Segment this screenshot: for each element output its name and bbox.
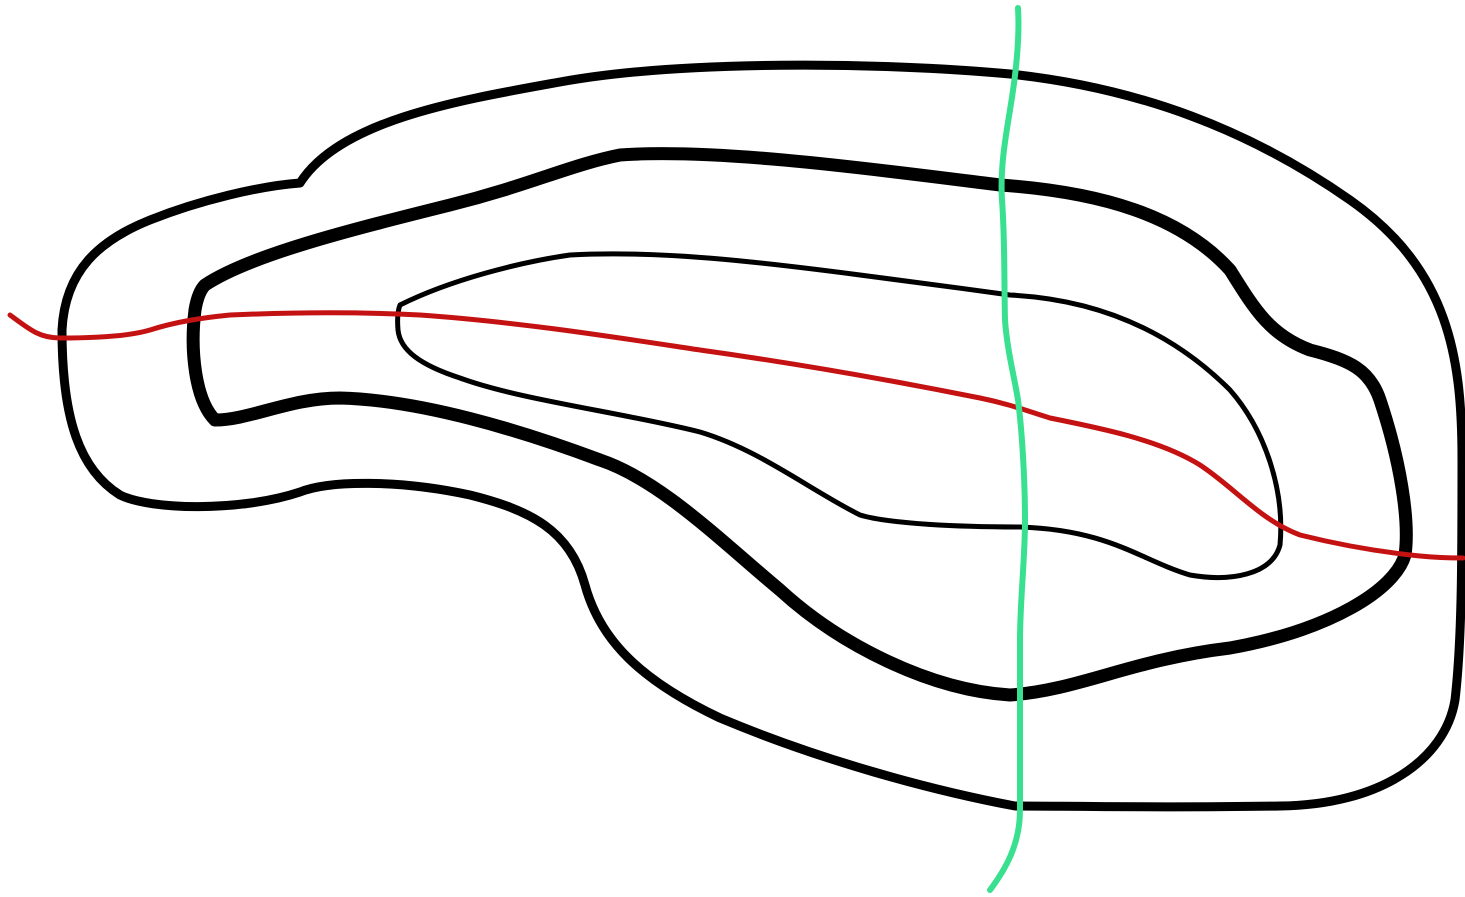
outer-contour bbox=[62, 65, 1462, 807]
red-section-line bbox=[10, 313, 1463, 558]
inner-contour bbox=[398, 254, 1281, 578]
middle-contour bbox=[193, 154, 1406, 695]
green-section-line bbox=[990, 8, 1025, 890]
